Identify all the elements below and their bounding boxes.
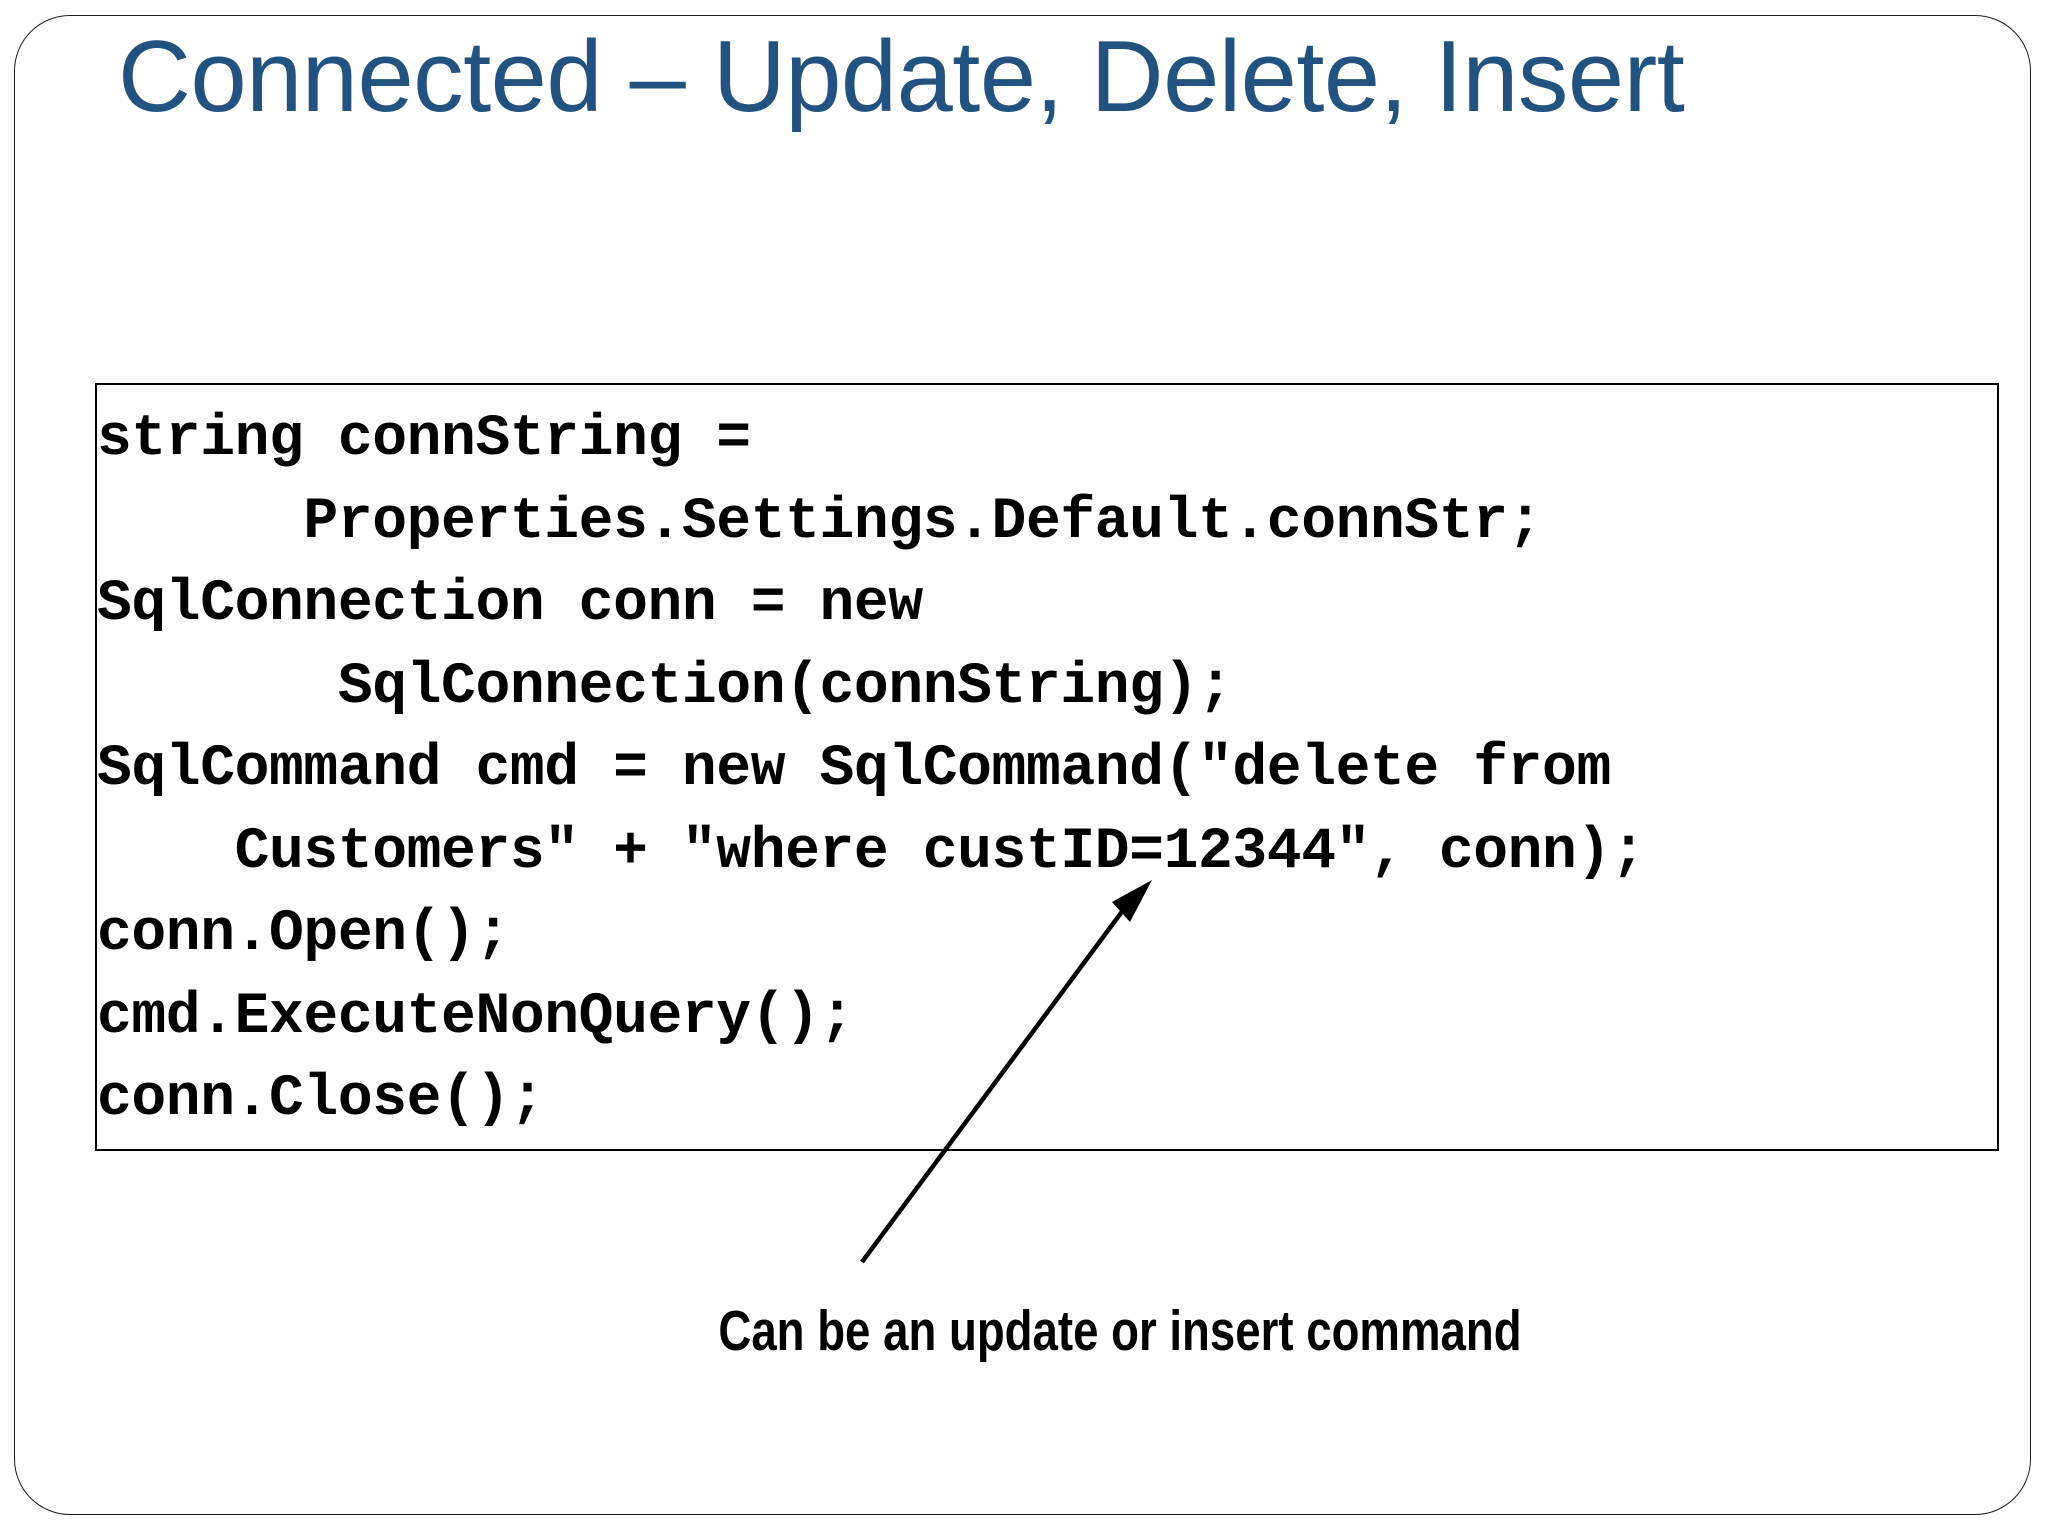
code-block-text: string connString = Properties.Settings.… — [97, 407, 1646, 1132]
annotation-caption: Can be an update or insert command — [718, 1299, 1522, 1363]
code-block: string connString = Properties.Settings.… — [95, 383, 1999, 1151]
slide-title: Connected – Update, Delete, Insert — [118, 21, 1685, 133]
